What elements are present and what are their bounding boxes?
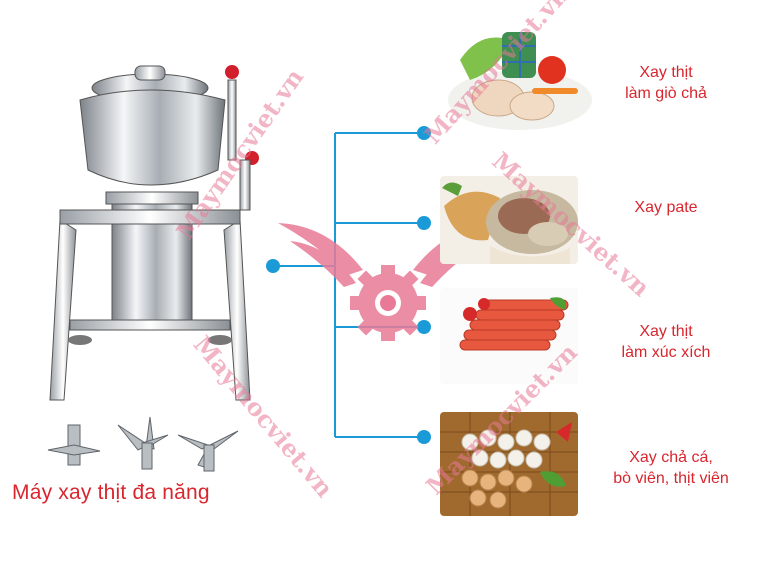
connector-dot [417,320,431,334]
photo-cha-ca-bo-vien [440,412,578,516]
label-line-2: làm xúc xích [621,344,711,361]
label-line-2: bò viên, thịt viên [613,470,729,487]
label-line-2: làm giò chả [625,85,707,102]
label-line-1: Xay thịt [639,323,693,340]
photo-gio-cha [448,32,592,130]
connector-dot [266,259,280,273]
label-line-1: Xay thịt [639,64,693,81]
product-caption: Máy xay thịt đa năng [12,481,210,504]
connector-dot [417,430,431,444]
item-label-pate: Xay pate [596,197,736,218]
item-label-cha-ca: Xay chả cá, bò viên, thịt viên [586,447,756,489]
photo-pate [440,176,578,264]
label-line-1: Xay pate [634,199,698,216]
label-line-1: Xay chả cá, [629,449,713,466]
item-label-xuc-xich: Xay thịt làm xúc xích [596,321,736,363]
meat-grinder-machine-image [49,65,259,401]
item-label-gio-cha: Xay thịt làm giò chả [596,62,736,104]
connector-dot [417,126,431,140]
connector-dot [417,216,431,230]
blade-attachments-image [47,416,239,472]
photo-xuc-xich [440,288,578,384]
